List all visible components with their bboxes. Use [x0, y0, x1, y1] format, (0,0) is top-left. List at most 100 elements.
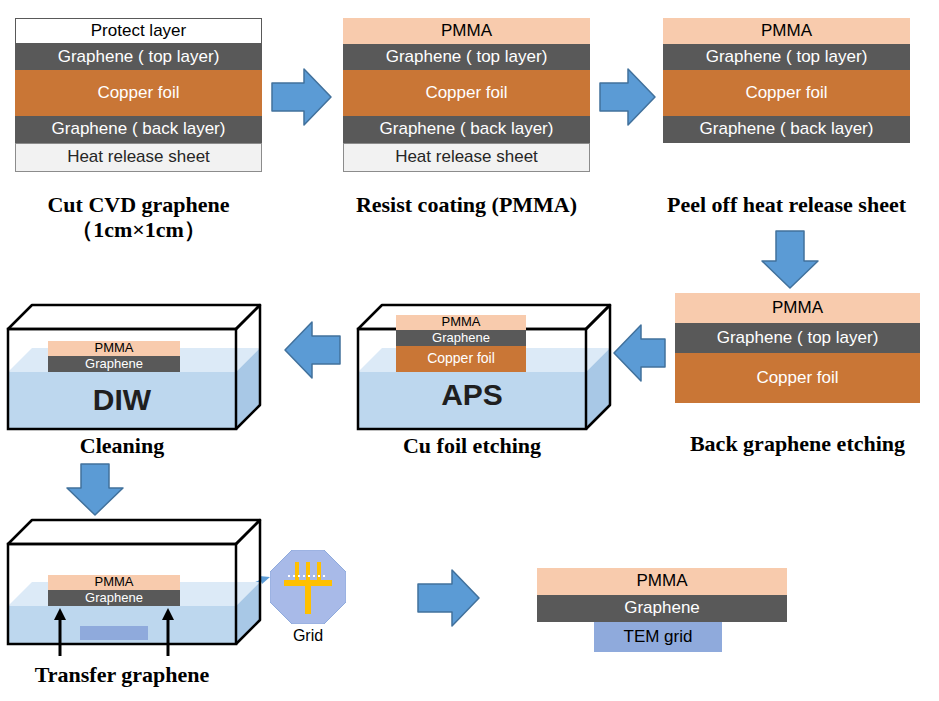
grid-outline [270, 550, 346, 624]
layer-box: Graphene [396, 330, 526, 346]
tank-rim [8, 305, 260, 329]
layer-label: PMMA [761, 22, 812, 41]
layer-label: PMMA [95, 575, 134, 589]
step-caption: Cleaning [80, 433, 164, 458]
etching-tank: PMMA GrapheneTransfer graphene [8, 520, 260, 687]
layer-box: Copper foil [396, 346, 526, 372]
layer-label: Graphene [624, 599, 700, 618]
step-caption: Resist coating (PMMA) [356, 192, 577, 217]
layer-label: Graphene ( back layer) [700, 120, 874, 139]
lift-arrow-shaft [167, 618, 170, 656]
step-caption: Cu foil etching [403, 433, 541, 458]
tank-front [8, 544, 236, 644]
block-arrow [285, 322, 340, 378]
lift-arrow-shaft [59, 618, 62, 656]
etching-tank: DIWPMMAGrapheneCleaning [8, 305, 260, 458]
layer-label: PMMA [772, 299, 823, 318]
layer-stack: Protect layerGraphene ( top layer) Copper… [15, 18, 262, 172]
layer-box: Graphene ( top layer) [15, 44, 262, 70]
layer-stack: PMMA Graphene ( top layer) Copper foilGrap… [663, 18, 910, 143]
grid-electrode [317, 562, 321, 581]
layer-label: Graphene [432, 331, 490, 345]
grid-dots [288, 575, 328, 577]
tem-grid: Grid [270, 550, 346, 645]
tank-label: APS [358, 378, 586, 412]
caption-row: Cleaning [8, 433, 236, 458]
layer-label: Copper foil [425, 84, 507, 103]
layer-box: Graphene ( top layer) [675, 323, 920, 353]
layer-box: PMMA [663, 18, 910, 44]
layer-label: PMMA [441, 22, 492, 41]
block-arrow [67, 464, 123, 515]
layer-label: Graphene ( top layer) [58, 48, 220, 67]
layer-stack: PMMA Graphene ( top layer) Copper foil [675, 293, 920, 403]
layer-label: PMMA [442, 315, 481, 329]
layer-label: Graphene ( top layer) [706, 48, 868, 67]
etching-tank: APS PMMA GrapheneCopper foil Cu foil etchin… [358, 305, 610, 458]
water-side [236, 582, 260, 644]
layer-label: Graphene ( top layer) [717, 329, 879, 348]
layer-label: Heat release sheet [67, 148, 210, 167]
grid-electrode [306, 562, 310, 581]
tank-side [236, 520, 260, 644]
lift-arrow-head [54, 608, 66, 620]
tank-box: APS PMMA GrapheneCopper foil [358, 305, 610, 429]
layer-label: Graphene [85, 591, 143, 605]
layer-box: Protect layer [15, 18, 262, 44]
layer-label: Graphene ( back layer) [52, 120, 226, 139]
layer-box: PMMA [48, 575, 180, 590]
layer-box: Copper foil [15, 70, 262, 116]
layer-box: PMMA [48, 341, 180, 356]
block-arrow [272, 69, 331, 125]
block-arrow [762, 231, 818, 288]
layer-label: Heat release sheet [395, 148, 538, 167]
tank-box: PMMA Graphene [8, 520, 260, 644]
layer-box: PMMA [675, 293, 920, 323]
layer-box: Graphene ( back layer) [15, 116, 262, 143]
layer-box: Graphene [48, 590, 180, 606]
layer-box: Graphene [48, 356, 180, 372]
layer-label: Copper foil [427, 351, 495, 366]
layer-box: Graphene [537, 595, 787, 622]
layer-label: Protect layer [91, 22, 186, 41]
process-step: Protect layerGraphene ( top layer) Copper… [15, 18, 262, 242]
layer-box: Graphene ( top layer) [663, 44, 910, 70]
layer-box: Copper foil [663, 70, 910, 116]
step-caption: Peel off heat release sheet [667, 192, 906, 217]
process-step: PMMA Graphene ( top layer) Copper foilGrap… [343, 18, 590, 217]
caption-row: Peel off heat release sheet [663, 192, 910, 217]
block-arrow [614, 325, 665, 381]
layer-box: Copper foil [675, 353, 920, 403]
process-step: PMMA Graphene ( top layer) Copper foilGrap… [663, 18, 910, 217]
caption-row: Transfer graphene [8, 662, 236, 687]
water-front [8, 372, 236, 429]
step-caption: Cut CVD graphene （1cm×1cm） [31, 192, 246, 242]
water-front [8, 606, 236, 644]
submerged-grid [80, 626, 148, 640]
layer-stack: PMMA Graphene ( top layer) Copper foilGrap… [343, 18, 590, 172]
layer-label: Copper foil [745, 84, 827, 103]
layer-label: PMMA [95, 341, 134, 355]
grid-electrode [295, 562, 299, 581]
caption-row: Cut CVD graphene （1cm×1cm） [15, 192, 262, 242]
layer-label: PMMA [637, 572, 688, 591]
grid-label: Grid [293, 626, 323, 645]
process-step: PMMAGraphene ( top layer)Copper foilBack… [675, 293, 920, 456]
block-arrow [418, 570, 479, 626]
lift-arrow-head [162, 608, 174, 620]
grid-octagon [270, 550, 346, 624]
step-caption: Transfer graphene [35, 662, 210, 687]
tank-side [586, 305, 610, 429]
layer-box: Graphene ( back layer) [663, 116, 910, 143]
caption-row: Resist coating (PMMA) [343, 192, 590, 217]
tank-rim [358, 305, 610, 329]
layer-box: Heat release sheet [15, 143, 262, 172]
tank-rim [8, 520, 260, 544]
block-arrow [600, 69, 655, 125]
grid-box [270, 550, 346, 624]
layer-label: Graphene ( back layer) [380, 120, 554, 139]
layer-box: Graphene ( back layer) [343, 116, 590, 143]
tank-front [358, 329, 586, 429]
layer-box: Graphene ( top layer) [343, 44, 590, 70]
